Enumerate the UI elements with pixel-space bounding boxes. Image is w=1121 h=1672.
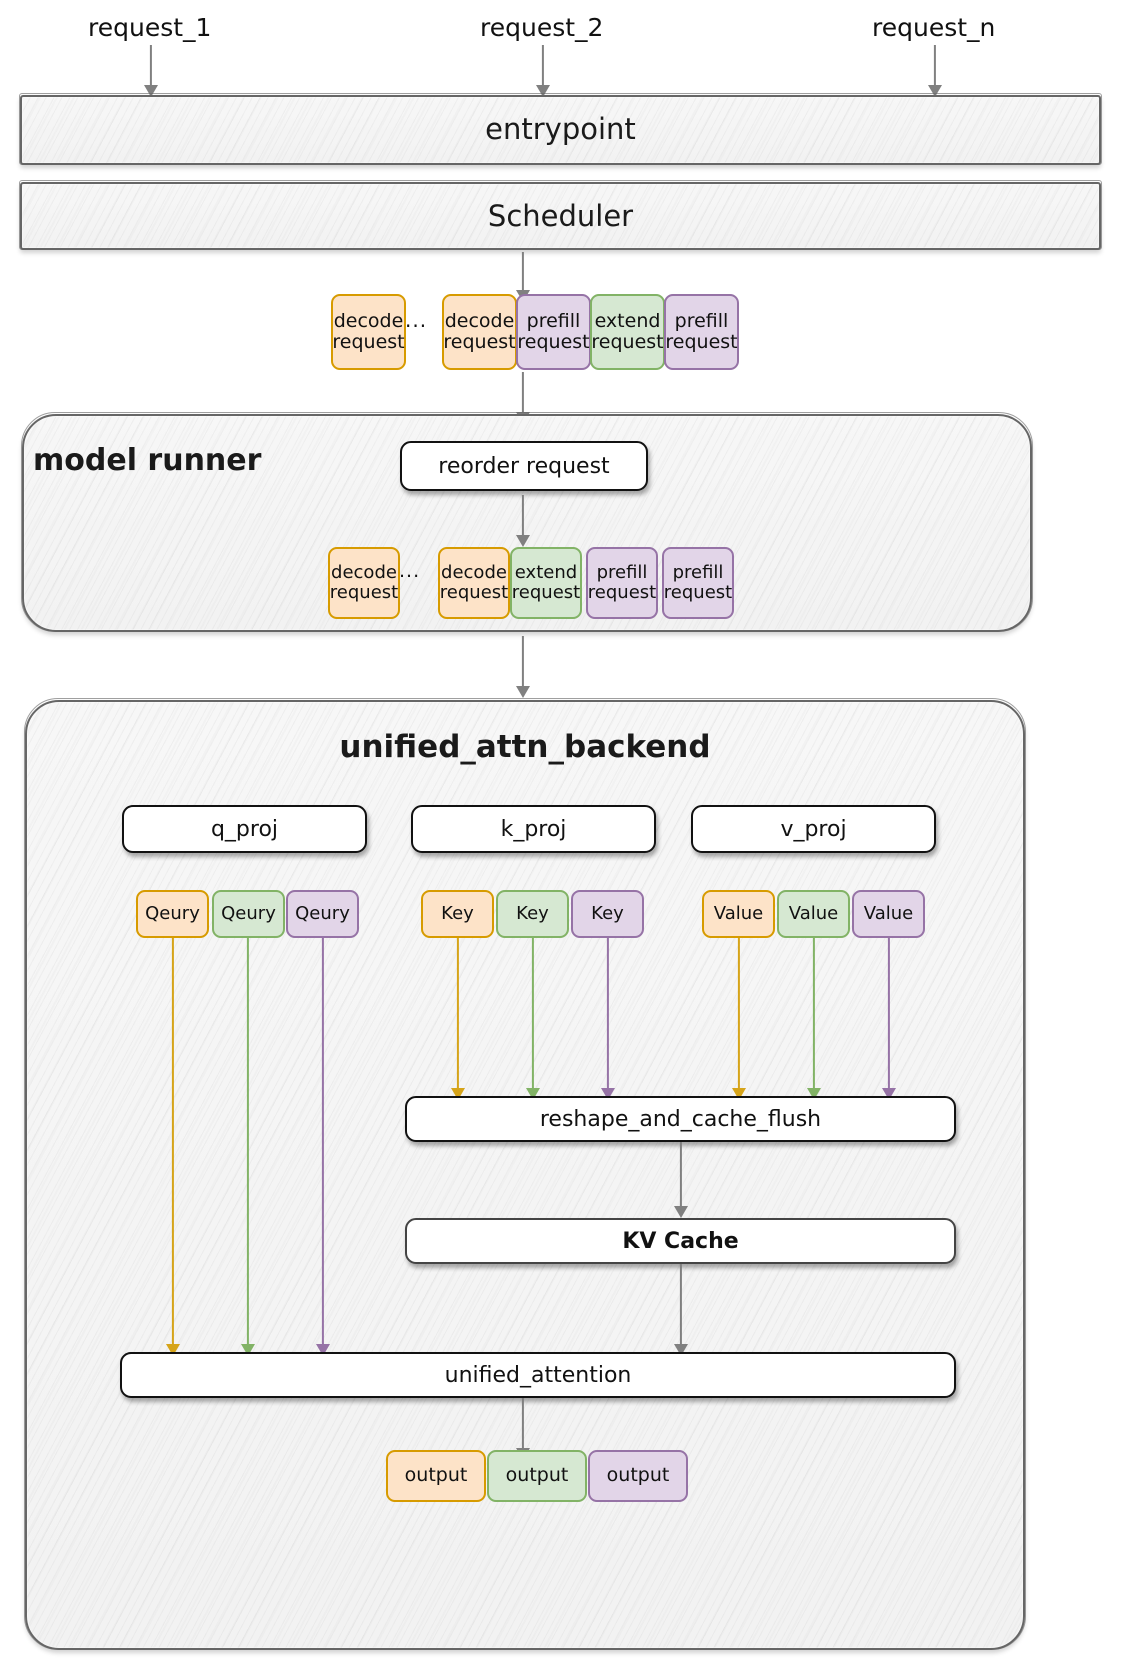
value-chip-1: Value [777,890,850,938]
chip-line2: request [665,331,738,353]
chip-line2: request [587,582,657,603]
reorder-request-label: reorder request [438,453,610,479]
chip-line1: decode [333,309,404,332]
scheduler-label: Scheduler [487,199,634,233]
chip-line1: prefill [596,561,648,583]
entrypoint-label: entrypoint [485,112,636,146]
query-chip-2: Qeury [286,890,359,938]
output-chip-label: output [404,1464,468,1487]
value-chip-2: Value [852,890,925,938]
chip-line2: request [329,582,399,603]
key-chip-1: Key [496,890,569,938]
reshape-and-cache-flush-label: reshape_and_cache_flush [539,1106,822,1132]
output-chip-1: output [487,1450,587,1502]
arrow-key-0-to-reshape [450,938,466,1100]
arrow-key-2-to-reshape [600,938,616,1100]
chip-line2: request [443,331,516,353]
chip-line2: request [511,582,581,603]
arrow-request-1-to-entrypoint [143,45,159,97]
chip-line1: prefill [672,561,724,583]
k-proj-label: k_proj [500,816,567,842]
value-chip-label: Value [863,902,914,924]
key-chip-0: Key [421,890,494,938]
key-chip-label: Key [516,902,549,924]
kv-cache-label: KV Cache [622,1228,739,1254]
chip-line2: request [332,331,405,353]
arrow-query-0-to-unified-attention [165,938,181,1356]
chip-line2: request [439,582,509,603]
v-proj-label: v_proj [780,816,847,842]
scheduled-chip-1: decode request [442,294,517,370]
chip-line2: request [517,331,590,353]
query-chip-0: Qeury [136,890,209,938]
model-runner-label: model runner [33,443,262,478]
arrow-value-0-to-reshape [731,938,747,1100]
q-proj-label: q_proj [210,816,279,842]
value-chip-label: Value [713,902,764,924]
scheduled-chip-3: extend request [590,294,665,370]
arrow-key-1-to-reshape [525,938,541,1100]
reordered-chip-2: extend request [510,547,582,619]
arrow-reshape-to-kv-cache [673,1142,689,1218]
arrow-request-2-to-entrypoint [535,45,551,97]
arrow-value-1-to-reshape [806,938,822,1100]
chip-line1: extend [514,561,578,583]
query-chip-1: Qeury [212,890,285,938]
chip-line1: decode [444,309,515,332]
key-chip-2: Key [571,890,644,938]
input-label-request-1: request_1 [88,13,212,42]
arrow-query-1-to-unified-attention [240,938,256,1356]
output-chip-label: output [505,1464,569,1487]
arrow-value-2-to-reshape [881,938,897,1100]
query-chip-label: Qeury [145,902,200,924]
scheduled-chip-2: prefill request [516,294,591,370]
chip-line1: prefill [674,309,729,332]
reordered-batch-ellipsis: ... [399,560,421,582]
value-chip-0: Value [702,890,775,938]
q-proj-box[interactable]: q_proj [122,805,367,853]
chip-line1: extend [594,309,661,332]
output-chip-0: output [386,1450,486,1502]
key-chip-label: Key [591,902,624,924]
query-chip-label: Qeury [221,902,276,924]
scheduled-chip-4: prefill request [664,294,739,370]
value-chip-label: Value [788,902,839,924]
reordered-chip-1: decode request [438,547,510,619]
output-chip-label: output [606,1464,670,1487]
arrow-model-runner-to-backend [515,636,531,698]
reordered-chip-0: decode request [328,547,400,619]
arrow-kv-cache-to-unified-attention [673,1264,689,1356]
unified-attention-label: unified_attention [444,1362,632,1388]
kv-cache-box[interactable]: KV Cache [405,1218,956,1264]
v-proj-box[interactable]: v_proj [691,805,936,853]
chip-line1: prefill [526,309,581,332]
reordered-chip-4: prefill request [662,547,734,619]
arrow-reorder-to-reordered-batch [515,495,531,547]
reshape-and-cache-flush-box[interactable]: reshape_and_cache_flush [405,1096,956,1142]
reordered-chip-3: prefill request [586,547,658,619]
key-chip-label: Key [441,902,474,924]
arrow-request-n-to-entrypoint [927,45,943,97]
chip-line1: decode [331,561,397,583]
output-chip-2: output [588,1450,688,1502]
input-label-request-n: request_n [872,13,996,42]
input-label-request-2: request_2 [480,13,604,42]
chip-line2: request [663,582,733,603]
chip-line2: request [591,331,664,353]
unified-attention-box[interactable]: unified_attention [120,1352,956,1398]
reorder-request-box[interactable]: reorder request [400,441,648,491]
query-chip-label: Qeury [295,902,350,924]
scheduled-batch-ellipsis: ... [405,308,428,332]
scheduled-chip-0: decode request [331,294,406,370]
chip-line1: decode [441,561,507,583]
arrow-query-2-to-unified-attention [315,938,331,1356]
k-proj-box[interactable]: k_proj [411,805,656,853]
unified-attn-backend-label: unified_attn_backend [339,729,711,765]
